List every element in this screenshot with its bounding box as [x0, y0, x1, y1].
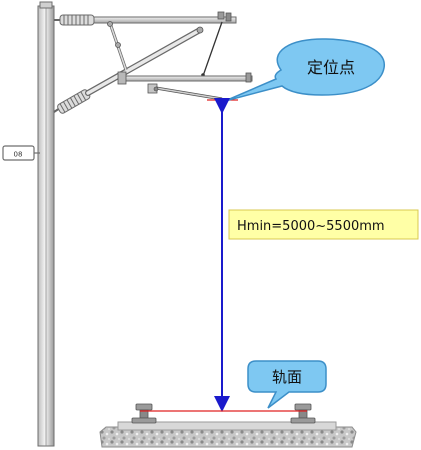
positioning-point-callout: 定位点 — [224, 38, 385, 102]
pole-number-text: 08 — [14, 151, 23, 159]
positioning-point-label: 定位点 — [307, 58, 355, 77]
upper-cantilever-tube — [93, 11, 237, 24]
right-rail — [290, 403, 316, 424]
registration-tube — [117, 71, 253, 94]
pole-number-tag: 08 — [2, 145, 40, 161]
steady-arm — [153, 86, 223, 101]
left-rail — [131, 403, 157, 424]
upper-insulator — [54, 14, 95, 26]
height-spec-box: Hmin=5000~5500mm — [228, 209, 419, 240]
lower-insulator — [53, 89, 91, 114]
catenary-pole — [37, 1, 55, 447]
rail-surface-callout: 轨面 — [247, 360, 327, 409]
track-bed — [99, 421, 357, 448]
height-spec-text: Hmin=5000~5500mm — [237, 219, 385, 234]
support-strut — [107, 21, 128, 71]
diagonal-brace-tube — [85, 26, 204, 96]
rail-surface-label: 轨面 — [272, 368, 302, 386]
dropper-wire — [201, 21, 223, 77]
